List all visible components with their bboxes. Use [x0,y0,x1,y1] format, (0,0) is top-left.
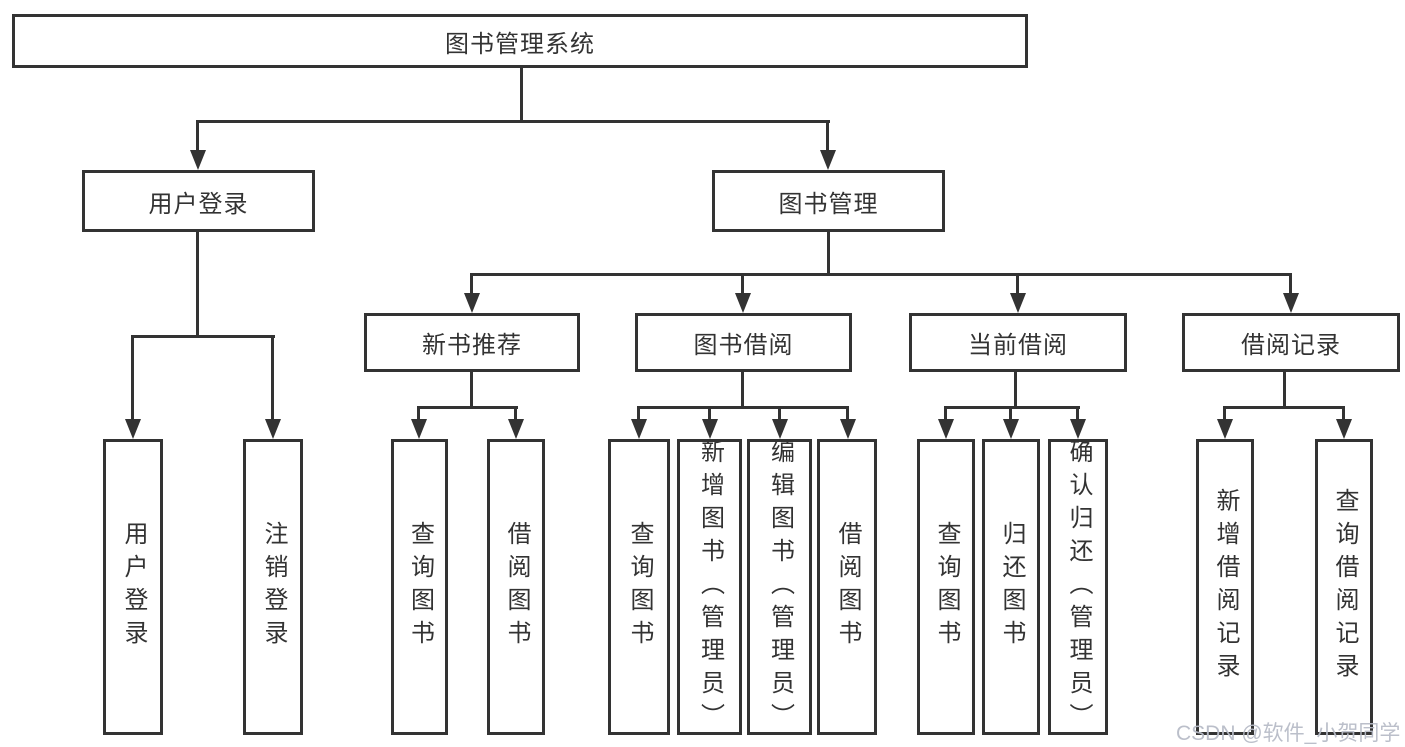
node-user-login: 用户登录 [82,170,315,232]
leaf-current-return-books: 归还图书 [982,439,1040,735]
connector-hline [131,335,275,338]
arrow-down-icon [464,293,480,313]
leaf-label: 查询图书 [933,521,960,653]
arrow-down-icon [631,419,647,439]
connector-vline [1009,406,1012,421]
leaf-recommend-borrow-books: 借阅图书 [487,439,545,735]
connector-vline [470,273,473,295]
connector-vline [196,120,199,152]
connector-vline [1283,372,1286,409]
arrow-down-icon [190,150,206,170]
connector-vline [1076,406,1079,421]
arrow-down-icon [840,419,856,439]
connector-hline [944,406,1080,409]
arrow-down-icon [1217,419,1233,439]
node-book-borrowing: 图书借阅 [635,313,852,372]
leaf-label: 新增图书（管理员） [696,438,724,736]
connector-hline [417,406,518,409]
connector-vline [1342,406,1345,421]
leaf-borrowing-add-books-admin: 新增图书（管理员） [677,438,742,736]
connector-vline [846,406,849,421]
connector-vline [944,406,947,421]
leaf-records-query-record: 查询借阅记录 [1315,439,1373,735]
leaf-label: 查询图书 [406,521,434,653]
leaf-logout: 注销登录 [243,439,303,735]
connector-hline [637,406,849,409]
connector-vline [131,335,134,421]
connector-vline [271,335,274,421]
connector-vline [637,406,640,421]
connector-hline [196,120,830,123]
connector-vline [1289,273,1292,295]
connector-vline [741,273,744,295]
leaf-label: 归还图书 [998,521,1025,653]
leaf-label: 查询借阅记录 [1331,488,1358,686]
node-borrowing-records: 借阅记录 [1182,313,1400,372]
arrow-down-icon [735,293,751,313]
connector-vline [1223,406,1226,421]
arrow-down-icon [265,419,281,439]
node-new-book-recommend: 新书推荐 [364,313,580,372]
leaf-recommend-query-books: 查询图书 [391,439,448,735]
arrow-down-icon [772,419,788,439]
connector-vline [827,232,830,276]
leaf-label: 新增借阅记录 [1212,488,1239,686]
leaf-label: 注销登录 [260,521,287,653]
leaf-label: 确认归还（管理员） [1065,438,1092,736]
arrow-down-icon [508,419,524,439]
connector-vline [708,406,711,421]
connector-vline [1016,273,1019,295]
leaf-label: 查询图书 [626,521,653,653]
arrow-down-icon [702,419,718,439]
connector-vline [826,120,829,152]
arrow-down-icon [125,419,141,439]
node-current-borrowing: 当前借阅 [909,313,1127,372]
arrow-down-icon [938,419,954,439]
leaf-current-confirm-return-admin: 确认归还（管理员） [1048,438,1108,736]
leaf-borrowing-borrow-books: 借阅图书 [817,439,877,735]
arrow-down-icon [1336,419,1352,439]
connector-vline [741,372,744,409]
leaf-borrowing-edit-books-admin: 编辑图书（管理员） [747,438,812,736]
arrow-down-icon [1070,419,1086,439]
connector-vline [520,68,523,123]
connector-vline [1014,372,1017,409]
leaf-label: 用户登录 [120,521,147,653]
connector-hline [470,273,1292,276]
leaf-label: 编辑图书（管理员） [766,438,794,736]
node-library-management-system: 图书管理系统 [12,14,1028,68]
node-book-management: 图书管理 [712,170,945,232]
connector-vline [417,406,420,421]
leaf-records-add-record: 新增借阅记录 [1196,439,1254,735]
connector-vline [470,372,473,409]
arrow-down-icon [1003,419,1019,439]
arrow-down-icon [411,419,427,439]
connector-vline [514,406,517,421]
connector-vline [778,406,781,421]
watermark-csdn: CSDN @软件_小贺同学 [1176,722,1401,745]
arrow-down-icon [820,150,836,170]
connector-hline [1223,406,1345,409]
leaf-borrowing-query-books: 查询图书 [608,439,670,735]
connector-vline [196,232,199,338]
leaf-current-query-books: 查询图书 [917,439,975,735]
leaf-label: 借阅图书 [503,521,530,653]
arrow-down-icon [1010,293,1026,313]
arrow-down-icon [1283,293,1299,313]
leaf-user-login: 用户登录 [103,439,163,735]
leaf-label: 借阅图书 [834,521,861,653]
